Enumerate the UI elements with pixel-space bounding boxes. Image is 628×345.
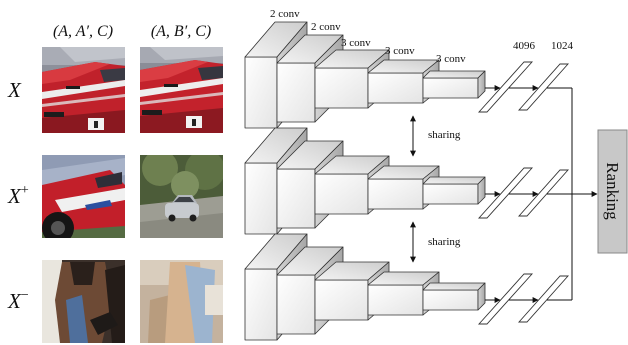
label-sharing-2: sharing bbox=[428, 236, 461, 248]
fc-layer-1 bbox=[477, 61, 534, 113]
block-side-face bbox=[477, 70, 486, 99]
ranking-label: Ranking bbox=[603, 162, 622, 220]
block-front-face bbox=[244, 56, 278, 129]
fc-layer-2 bbox=[517, 63, 570, 111]
block-front-face bbox=[276, 168, 316, 229]
label-conv-5: 3 conv bbox=[436, 53, 466, 65]
block-top-face bbox=[422, 176, 486, 185]
ranking-box bbox=[597, 129, 628, 254]
column-header-a-b-prime-c: (A, B′, C) bbox=[151, 23, 211, 40]
thumbnail-x-minus-aac-person-jacket bbox=[42, 260, 125, 343]
block-top-face bbox=[422, 282, 486, 291]
row-label-x: X bbox=[7, 78, 22, 102]
block-front-face bbox=[244, 162, 278, 235]
fc-layer-1 bbox=[477, 167, 534, 219]
block-front-face bbox=[276, 62, 316, 123]
thumbnail-x-plus-abc-silver-car bbox=[140, 155, 223, 238]
label-fc-4096: 4096 bbox=[513, 40, 536, 52]
block-front-face bbox=[422, 289, 479, 311]
branch-1 bbox=[244, 21, 572, 129]
row-label-x-minus: X− bbox=[7, 288, 29, 313]
block-front-face bbox=[314, 67, 369, 109]
column-header-a-a-prime-c: (A, A′, C) bbox=[53, 23, 113, 40]
label-sharing-1: sharing bbox=[428, 129, 461, 141]
conv-block-5 bbox=[422, 70, 486, 99]
row-label-x-plus: X+ bbox=[7, 183, 29, 208]
block-front-face bbox=[422, 183, 479, 205]
label-fc-1024: 1024 bbox=[551, 40, 574, 52]
branch-3 bbox=[244, 233, 572, 341]
branch-2 bbox=[244, 127, 598, 235]
block-side-face bbox=[477, 282, 486, 311]
label-conv-4: 3 conv bbox=[385, 45, 415, 57]
fc-layer-2 bbox=[517, 169, 570, 217]
block-front-face bbox=[367, 72, 424, 104]
thumbnail-x-plus-aac-rally-car bbox=[42, 155, 125, 238]
thumbnail-x-minus-abc-person-light bbox=[140, 260, 223, 343]
conv-block-5 bbox=[422, 282, 486, 311]
block-front-face bbox=[367, 178, 424, 210]
block-front-face bbox=[244, 268, 278, 341]
fc-layer-2 bbox=[517, 275, 570, 323]
label-conv-2: 2 conv bbox=[311, 21, 341, 33]
block-top-face bbox=[422, 70, 486, 79]
conv-block-5 bbox=[422, 176, 486, 205]
block-front-face bbox=[276, 274, 316, 335]
label-conv-3: 3 conv bbox=[341, 37, 371, 49]
thumbnail-x-aac-rally-car bbox=[42, 47, 125, 133]
block-front-face bbox=[314, 173, 369, 215]
block-front-face bbox=[422, 77, 479, 99]
label-conv-1: 2 conv bbox=[270, 8, 300, 20]
thumbnail-x-abc-rally-car bbox=[140, 47, 223, 133]
network-branches bbox=[244, 21, 598, 341]
block-front-face bbox=[367, 284, 424, 316]
block-front-face bbox=[314, 279, 369, 321]
block-side-face bbox=[477, 176, 486, 205]
fc-layer-1 bbox=[477, 273, 534, 325]
